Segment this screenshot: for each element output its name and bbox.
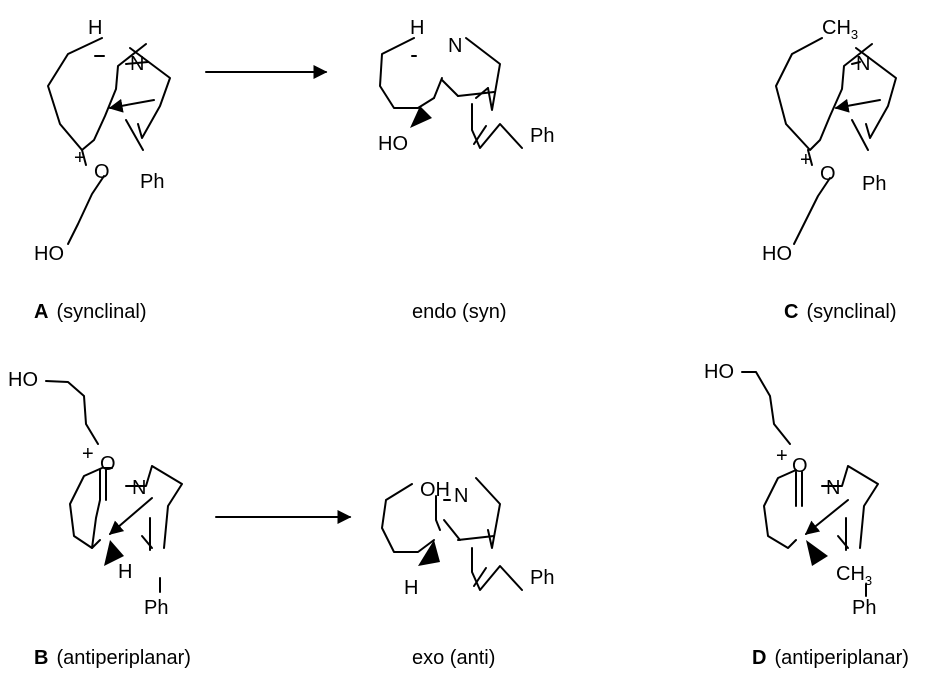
atom-ho-d: HO [704,361,734,383]
wedge-bond-exo [418,540,440,566]
atom-ho: HO [34,243,64,265]
wedge-bond-d [806,540,828,566]
caption-exo: exo (anti) [412,647,495,669]
atom-ph-d: Ph [852,597,876,619]
wedge-bond-endo [410,106,432,128]
atom-ho-endo: HO [378,133,408,155]
caption-a: A (synclinal) [34,301,146,323]
atom-ch3-d: CH3 [836,563,872,588]
atom-n-endo: N [448,35,462,57]
atom-h-b: H [118,561,132,583]
structure-d: HO O + N CH3 Ph [704,361,879,619]
atom-ch3-c: CH3 [822,17,858,42]
wedge-bond-b [104,540,124,566]
atom-ho-c: HO [762,243,792,265]
plus-charge-c: + [800,149,812,171]
atom-ph-c: Ph [862,173,886,195]
atom-h: H [88,17,102,39]
caption-a-letter: A [34,301,48,323]
atom-oh-exo: OH [420,479,450,501]
caption-c-text: (synclinal) [806,301,896,323]
plus-charge-b: + [82,443,94,465]
atom-ph: Ph [140,171,164,193]
atom-o-oxocarbenium: O [94,161,110,183]
atom-n-d: N [826,477,840,499]
atom-h-exo: H [404,577,418,599]
atom-ho-b: HO [8,369,38,391]
caption-b-letter: B [34,647,48,669]
caption-b-text: (antiperiplanar) [56,647,191,669]
caption-endo: endo (syn) [412,301,507,323]
atom-n-b: N [132,477,146,499]
structure-endo: H N HO Ph [378,17,554,155]
caption-d-text: (antiperiplanar) [774,647,909,669]
atom-ph-exo: Ph [530,567,554,589]
caption-c: C (synclinal) [784,301,896,323]
structure-a: H N O + Ph HO [34,17,171,265]
structure-exo: OH N H Ph [381,477,554,599]
structure-b: HO O + N H Ph [8,369,183,619]
caption-b: B (antiperiplanar) [34,647,191,669]
caption-a-text: (synclinal) [56,301,146,323]
caption-c-letter: C [784,301,798,323]
plus-charge-d: + [776,445,788,467]
caption-d: D (antiperiplanar) [752,647,909,669]
atom-o-c: O [820,163,836,185]
atom-h-endo: H [410,17,424,39]
structure-c: CH3 N O + Ph HO [762,17,897,265]
plus-charge: + [74,147,86,169]
atom-ph-b: Ph [144,597,168,619]
atom-n: N [130,53,144,75]
atom-o-d: O [792,455,808,477]
atom-ph-endo: Ph [530,125,554,147]
atom-n-exo: N [454,485,468,507]
atom-o-b: O [100,453,116,475]
atom-n-c: N [856,53,870,75]
caption-d-letter: D [752,647,766,669]
